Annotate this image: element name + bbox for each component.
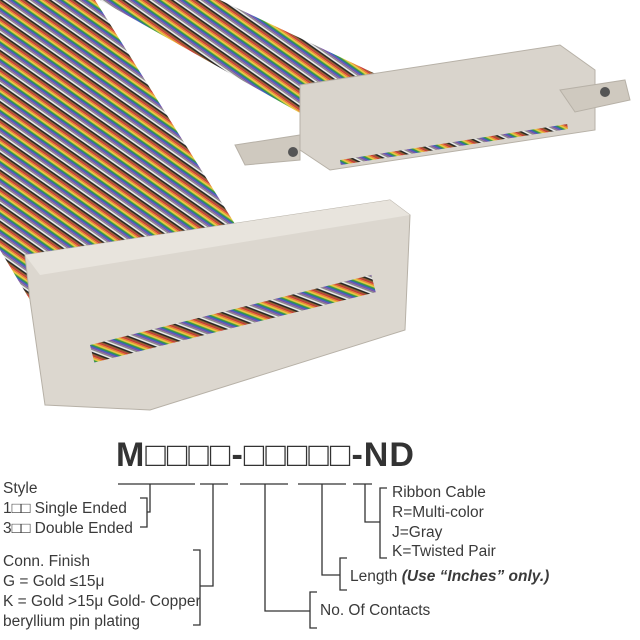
finish-label: Conn. Finish [3,553,91,570]
length-note: (Use “Inches” only.) [401,568,550,585]
finish-option-k-cont: beryllium pin plating [3,613,140,630]
length-title: Length [350,568,398,585]
connector-top [234,44,631,171]
cable-option-k: K=Twisted Pair [392,543,496,560]
finish-option-g: G = Gold ≤15μ [3,573,105,590]
finish-option-k: K = Gold >15μ Gold- Copper [3,593,201,610]
connector-bottom [24,199,411,411]
length-label: Length (Use “Inches” only.) [350,568,549,586]
cable-option-j: J=Gray [392,524,443,541]
cable-label: Ribbon Cable [392,484,486,501]
contacts-label: No. Of Contacts [320,602,431,619]
style-option-double: 3□□ Double Ended [3,520,133,537]
style-option-single: 1□□ Single Ended [3,500,127,517]
cable-option-r: R=Multi-color [392,504,484,521]
part-number-template: M□□□□-□□□□□-ND [116,436,415,474]
style-label: Style [3,480,38,497]
